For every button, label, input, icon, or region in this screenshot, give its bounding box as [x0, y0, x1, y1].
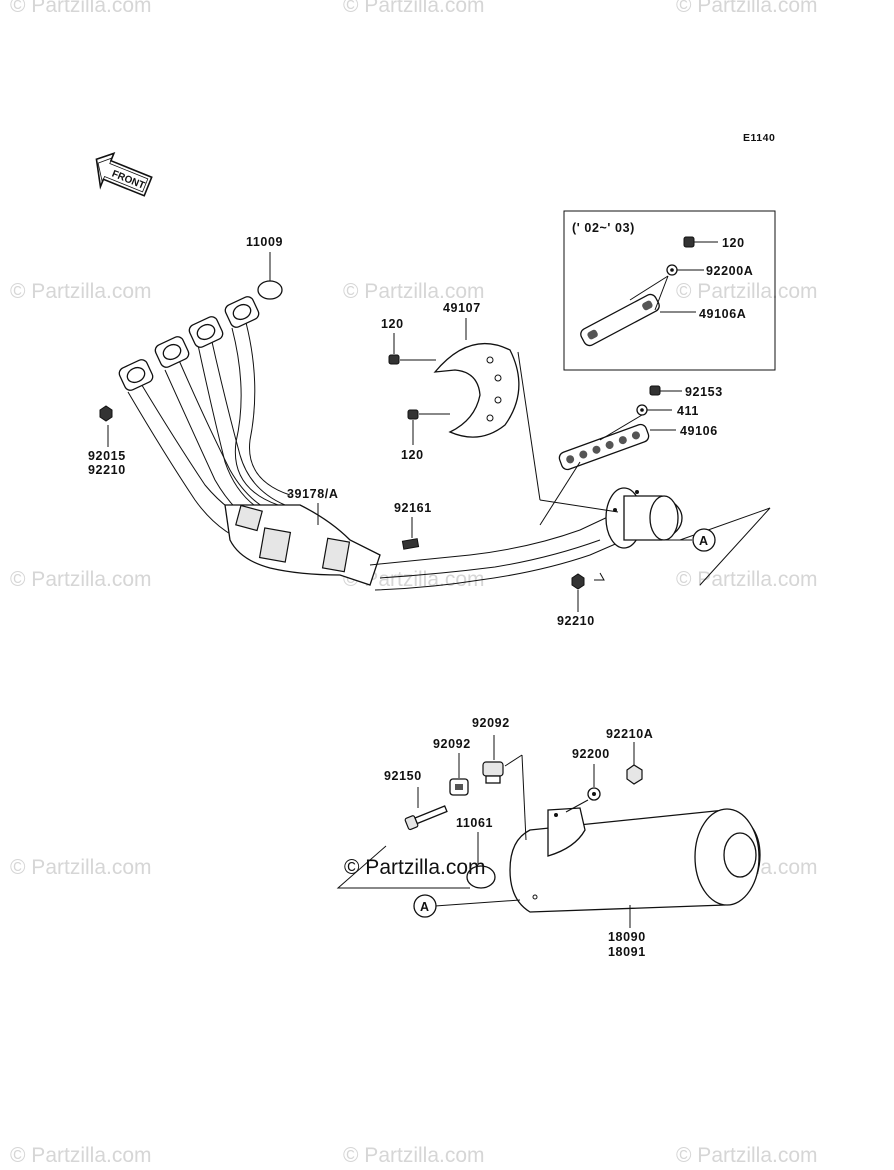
ref-A-lower: A — [420, 900, 430, 914]
bolt-92150 — [404, 805, 448, 831]
front-arrow-icon: FRONT — [95, 152, 153, 197]
part-92092-left: 92092 — [433, 737, 471, 751]
part-120-inset: 120 — [722, 236, 745, 250]
part-92150: 92150 — [384, 769, 422, 783]
rubber-92092-top — [482, 761, 504, 784]
watermark-r3-r: © Partzilla.com — [676, 568, 818, 591]
watermark-r2-r: © Partzilla.com — [676, 280, 818, 303]
inset-label: (' 02~' 03) — [572, 221, 635, 235]
bolt-92153 — [649, 385, 661, 396]
part-120-top: 120 — [381, 317, 404, 331]
part-11009: 11009 — [246, 235, 283, 249]
part-92210-lower: 92210 — [557, 614, 595, 628]
watermark-r3-l: © Partzilla.com — [10, 568, 152, 591]
part-92015: 92015 — [88, 449, 126, 463]
part-18090: 18090 — [608, 930, 646, 944]
exhaust-header-pipes — [118, 296, 683, 591]
watermarks: © Partzilla.com © Partzilla.com © Partzi… — [10, 0, 818, 1167]
ref-marker-A-upper — [692, 528, 716, 552]
part-49107: 49107 — [443, 301, 481, 315]
ref-marker-A-lower — [413, 894, 437, 918]
part-92161: 92161 — [394, 501, 432, 515]
watermark-bc: © Partzilla.com — [343, 1144, 485, 1167]
watermark-r3-c: © Partzilla.com — [343, 568, 485, 591]
rubber-92092-left — [449, 778, 469, 796]
nut-92210A — [626, 764, 643, 785]
part-120-bottom: 120 — [401, 448, 424, 462]
part-92153: 92153 — [685, 385, 723, 399]
watermark-bl: © Partzilla.com — [10, 1144, 152, 1167]
inset-box: (' 02~' 03) 120 92200A 49106A — [563, 210, 776, 371]
nut-92015 — [99, 405, 113, 422]
nut-92210 — [571, 573, 585, 590]
part-49106A-label: 49106A — [699, 307, 746, 321]
part-39178A: 39178/A — [287, 487, 338, 501]
bolt-120-bottom — [407, 409, 419, 420]
part-92200A: 92200A — [706, 264, 753, 278]
part-92210A: 92210A — [606, 727, 653, 741]
part-49106: 49106 — [680, 424, 718, 438]
plate-49106 — [558, 423, 650, 471]
watermark-tl: © Partzilla.com — [10, 0, 152, 17]
watermark-r2-l: © Partzilla.com — [10, 280, 152, 303]
part-92210-header: 92210 — [88, 463, 126, 477]
gasket-11061 — [466, 865, 496, 889]
watermark-br: © Partzilla.com — [676, 1144, 818, 1167]
gasket-11009 — [257, 280, 283, 300]
part-11061: 11061 — [456, 816, 493, 830]
bolt-120-top — [388, 354, 400, 365]
watermark-r4-l: © Partzilla.com — [10, 856, 152, 879]
part-18091: 18091 — [608, 945, 646, 959]
part-92092-top: 92092 — [472, 716, 510, 730]
watermark-tr: © Partzilla.com — [676, 0, 818, 17]
diagram-code: E1140 — [743, 132, 775, 144]
heat-shield-49107 — [433, 342, 520, 438]
watermark-r2-c: © Partzilla.com — [343, 280, 485, 303]
watermark-tc: © Partzilla.com — [343, 0, 485, 17]
ref-A-upper: A — [699, 534, 709, 548]
center-watermark: © Partzilla.com — [344, 856, 486, 879]
part-92200: 92200 — [572, 747, 610, 761]
part-411: 411 — [677, 404, 699, 418]
silencer-18090 — [509, 807, 761, 913]
